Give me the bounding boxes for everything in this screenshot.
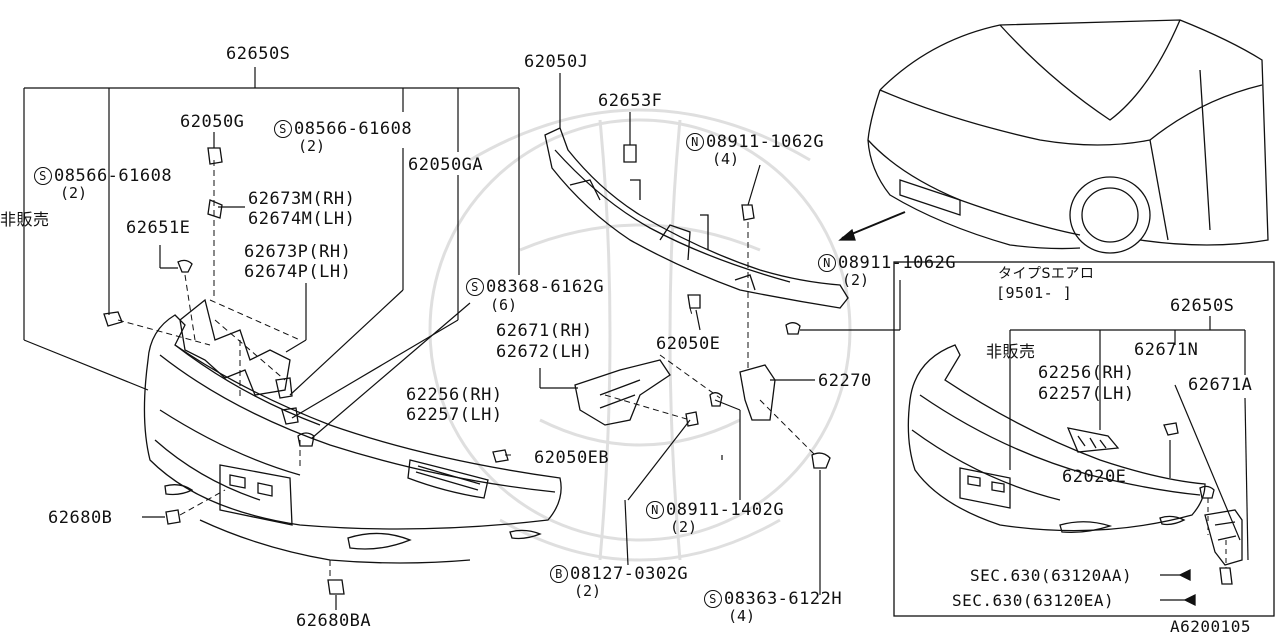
- label-62680b: 62680B: [48, 508, 113, 528]
- qty-s08566-left: (2): [60, 184, 88, 202]
- label-62680ba: 62680BA: [296, 611, 372, 631]
- s-symbol-icon: S: [274, 120, 292, 138]
- label-62651e: 62651E: [126, 218, 191, 238]
- fog-lamp-bracket: [407, 449, 509, 499]
- n-symbol-icon: N: [686, 133, 704, 151]
- diagram-id: A6200105: [1170, 617, 1252, 636]
- part-number: 08911-1402G: [666, 500, 785, 520]
- n-symbol-icon: N: [818, 254, 836, 272]
- inset-label-62650s: 62650S: [1170, 296, 1235, 316]
- part-number: 08368-6162G: [486, 277, 605, 297]
- watermark-emblem: [428, 108, 852, 562]
- inset-sec-ea: SEC.630(63120EA): [952, 591, 1115, 610]
- label-62674m: 62674M(LH): [248, 209, 356, 229]
- qty-n08911-mid: (2): [842, 271, 870, 289]
- inset-arrow-aa: [1178, 568, 1191, 582]
- label-62257: 62257(LH): [406, 405, 503, 425]
- b-symbol-icon: B: [550, 565, 568, 583]
- inset-dashed: [1207, 498, 1227, 568]
- label-62050j: 62050J: [524, 52, 589, 72]
- leader-lines-left: [23, 67, 520, 610]
- label-62050eb: 62050EB: [534, 448, 610, 468]
- dashed-assembly-center: [604, 222, 816, 456]
- label-62270: 62270: [818, 371, 872, 391]
- label-62674p: 62674P(LH): [244, 262, 352, 282]
- leader-lines-center: [539, 73, 901, 595]
- label-62671: 62671(RH): [496, 321, 593, 341]
- s-symbol-icon: S: [34, 167, 52, 185]
- label-62653f: 62653F: [598, 91, 663, 111]
- clips-lower: [165, 509, 345, 595]
- qty-b08127: (2): [574, 582, 602, 600]
- dashed-assembly-left: [117, 160, 515, 580]
- inset-sec-aa: SEC.630(63120AA): [970, 566, 1133, 585]
- arrowhead: [838, 228, 856, 241]
- car-illustration: [867, 19, 1269, 254]
- qty-s08368: (6): [490, 296, 518, 314]
- qty-s08363: (4): [728, 607, 756, 625]
- inset-date-range: [9501- ]: [996, 284, 1073, 302]
- part-number: 08911-1062G: [838, 253, 957, 273]
- inset-leaders: [1009, 316, 1249, 601]
- inset-frame: [893, 261, 1275, 617]
- s-symbol-icon: S: [704, 590, 722, 608]
- inset-arrow-ea: [1183, 593, 1196, 607]
- label-not-for-sale: 非販売: [0, 210, 50, 229]
- front-bumper: [143, 314, 562, 564]
- part-number: 08363-6122H: [724, 589, 843, 609]
- s-symbol-icon: S: [466, 278, 484, 296]
- bumper-brackets: [103, 147, 315, 447]
- side-brackets: [574, 359, 831, 469]
- label-62673m: 62673M(RH): [248, 189, 356, 209]
- label-62050ga: 62050GA: [408, 155, 484, 175]
- qty-n08911-1402: (2): [670, 518, 698, 536]
- label-62673p: 62673P(RH): [244, 242, 352, 262]
- inset-label-62671n: 62671N: [1134, 340, 1199, 360]
- label-62256: 62256(RH): [406, 385, 503, 405]
- inset-label-62256: 62256(RH): [1038, 363, 1135, 383]
- label-62050e: 62050E: [656, 334, 721, 354]
- part-number: 08566-61608: [294, 119, 413, 139]
- n-symbol-icon: N: [646, 501, 664, 519]
- label-62672: 62672(LH): [496, 342, 593, 362]
- inset-label-62020e: 62020E: [1062, 467, 1127, 487]
- part-number: 08127-0302G: [570, 564, 689, 584]
- qty-s08566-right: (2): [298, 137, 326, 155]
- label-62050g: 62050G: [180, 112, 245, 132]
- part-number: 08911-1062G: [706, 132, 825, 152]
- inset-type-title: タイプSエアロ: [998, 266, 1095, 282]
- inset-label-62257: 62257(LH): [1038, 384, 1135, 404]
- reinforcement-bar: [544, 127, 849, 335]
- qty-n08911-top: (4): [712, 150, 740, 168]
- label-62650s: 62650S: [226, 44, 291, 64]
- inset-not-for-sale: 非販売: [986, 342, 1036, 361]
- inset-label-62671a: 62671A: [1188, 375, 1253, 395]
- part-number: 08566-61608: [54, 166, 173, 186]
- inset-bumper: [907, 344, 1243, 585]
